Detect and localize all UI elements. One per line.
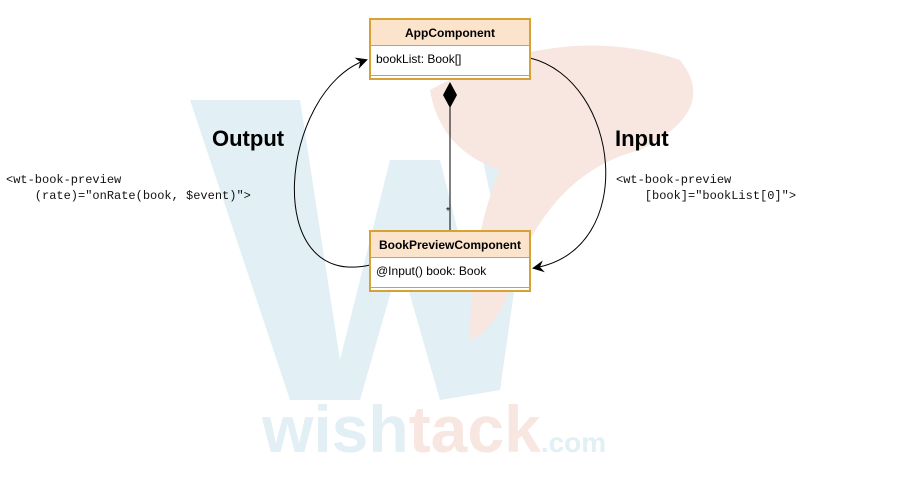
- output-arrow: [293, 57, 371, 268]
- app-component-class: AppComponent bookList: Book[]: [369, 18, 531, 80]
- book-preview-component-divider: [371, 287, 529, 288]
- book-preview-component-class: BookPreviewComponent @Input() book: Book: [369, 230, 531, 292]
- input-code-line-2: [book]="bookList[0]">: [616, 189, 797, 203]
- input-code-snippet: <wt-book-preview [book]="bookList[0]">: [616, 172, 796, 204]
- watermark-text-light: tack: [409, 392, 541, 466]
- output-code-snippet: <wt-book-preview (rate)="onRate(book, $e…: [6, 172, 251, 204]
- book-preview-component-name: BookPreviewComponent: [371, 232, 529, 258]
- book-preview-component-attribute: @Input() book: Book: [376, 264, 487, 278]
- input-label: Input: [615, 126, 669, 151]
- watermark-w-shape: [190, 100, 540, 400]
- app-component-attribute: bookList: Book[]: [376, 52, 462, 66]
- watermark-text: wishtack.com: [261, 392, 606, 466]
- output-code-line-1: <wt-book-preview: [6, 173, 122, 187]
- output-code-line-2: (rate)="onRate(book, $event)">: [6, 189, 251, 203]
- watermark-suffix: .com: [541, 427, 606, 458]
- input-arrow: [529, 57, 607, 273]
- app-component-divider: [371, 75, 529, 76]
- input-code-line-1: <wt-book-preview: [616, 173, 732, 187]
- watermark-text-dark: wish: [261, 392, 409, 466]
- app-component-name: AppComponent: [371, 20, 529, 46]
- composition-diamond: [443, 82, 457, 108]
- multiplicity-label: *: [446, 206, 450, 217]
- output-label: Output: [212, 126, 285, 151]
